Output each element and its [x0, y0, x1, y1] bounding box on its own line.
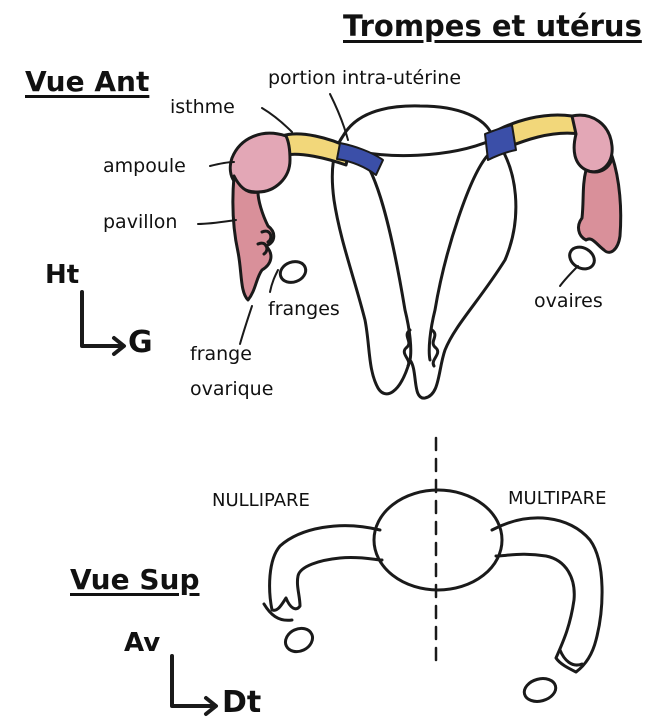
leader-franges: [270, 270, 278, 292]
page-title: Trompes et utérus: [343, 12, 642, 41]
label-ovaires: ovaires: [534, 292, 603, 311]
label-isthme: isthme: [170, 98, 235, 117]
left-portion-intra-uterine: [337, 143, 383, 175]
nullipare-tube: [270, 526, 382, 611]
leader-portion: [330, 94, 348, 140]
multipare-tube: [492, 518, 602, 672]
right-pavillon: [579, 156, 621, 252]
view-superior-heading: Vue Sup: [70, 566, 200, 594]
orientation-ant-up: Ht: [45, 262, 79, 288]
multipare-ovary: [522, 675, 559, 705]
leader-frange-ovarique: [240, 306, 252, 344]
left-ovary: [277, 258, 308, 286]
label-multipare: MULTIPARE: [508, 490, 606, 508]
label-nullipare: NULLIPARE: [212, 492, 310, 510]
right-ovary: [566, 243, 599, 273]
left-tube: [230, 133, 383, 300]
label-ampoule: ampoule: [103, 157, 186, 176]
left-pavillon: [233, 176, 274, 300]
leader-isthme: [262, 108, 292, 132]
orientation-ant-left: G: [128, 328, 153, 358]
right-tube: [485, 115, 621, 273]
right-ampoule: [572, 115, 612, 171]
uterus-top-view: [374, 490, 502, 590]
label-franges: franges: [268, 300, 340, 319]
view-anterior-heading: Vue Ant: [25, 68, 149, 96]
nullipare-ovary: [282, 624, 317, 656]
label-portion-intra-uterine: portion intra-utérine: [268, 69, 461, 88]
orientation-sup-up: Av: [124, 630, 160, 656]
label-frange-ovarique-line2: ovarique: [190, 380, 273, 399]
leader-pavillon: [198, 220, 236, 224]
leader-ovaires: [560, 266, 578, 286]
orientation-sup-right: Dt: [222, 688, 261, 718]
label-frange-ovarique-line1: frange: [190, 345, 252, 364]
label-pavillon: pavillon: [103, 213, 177, 232]
